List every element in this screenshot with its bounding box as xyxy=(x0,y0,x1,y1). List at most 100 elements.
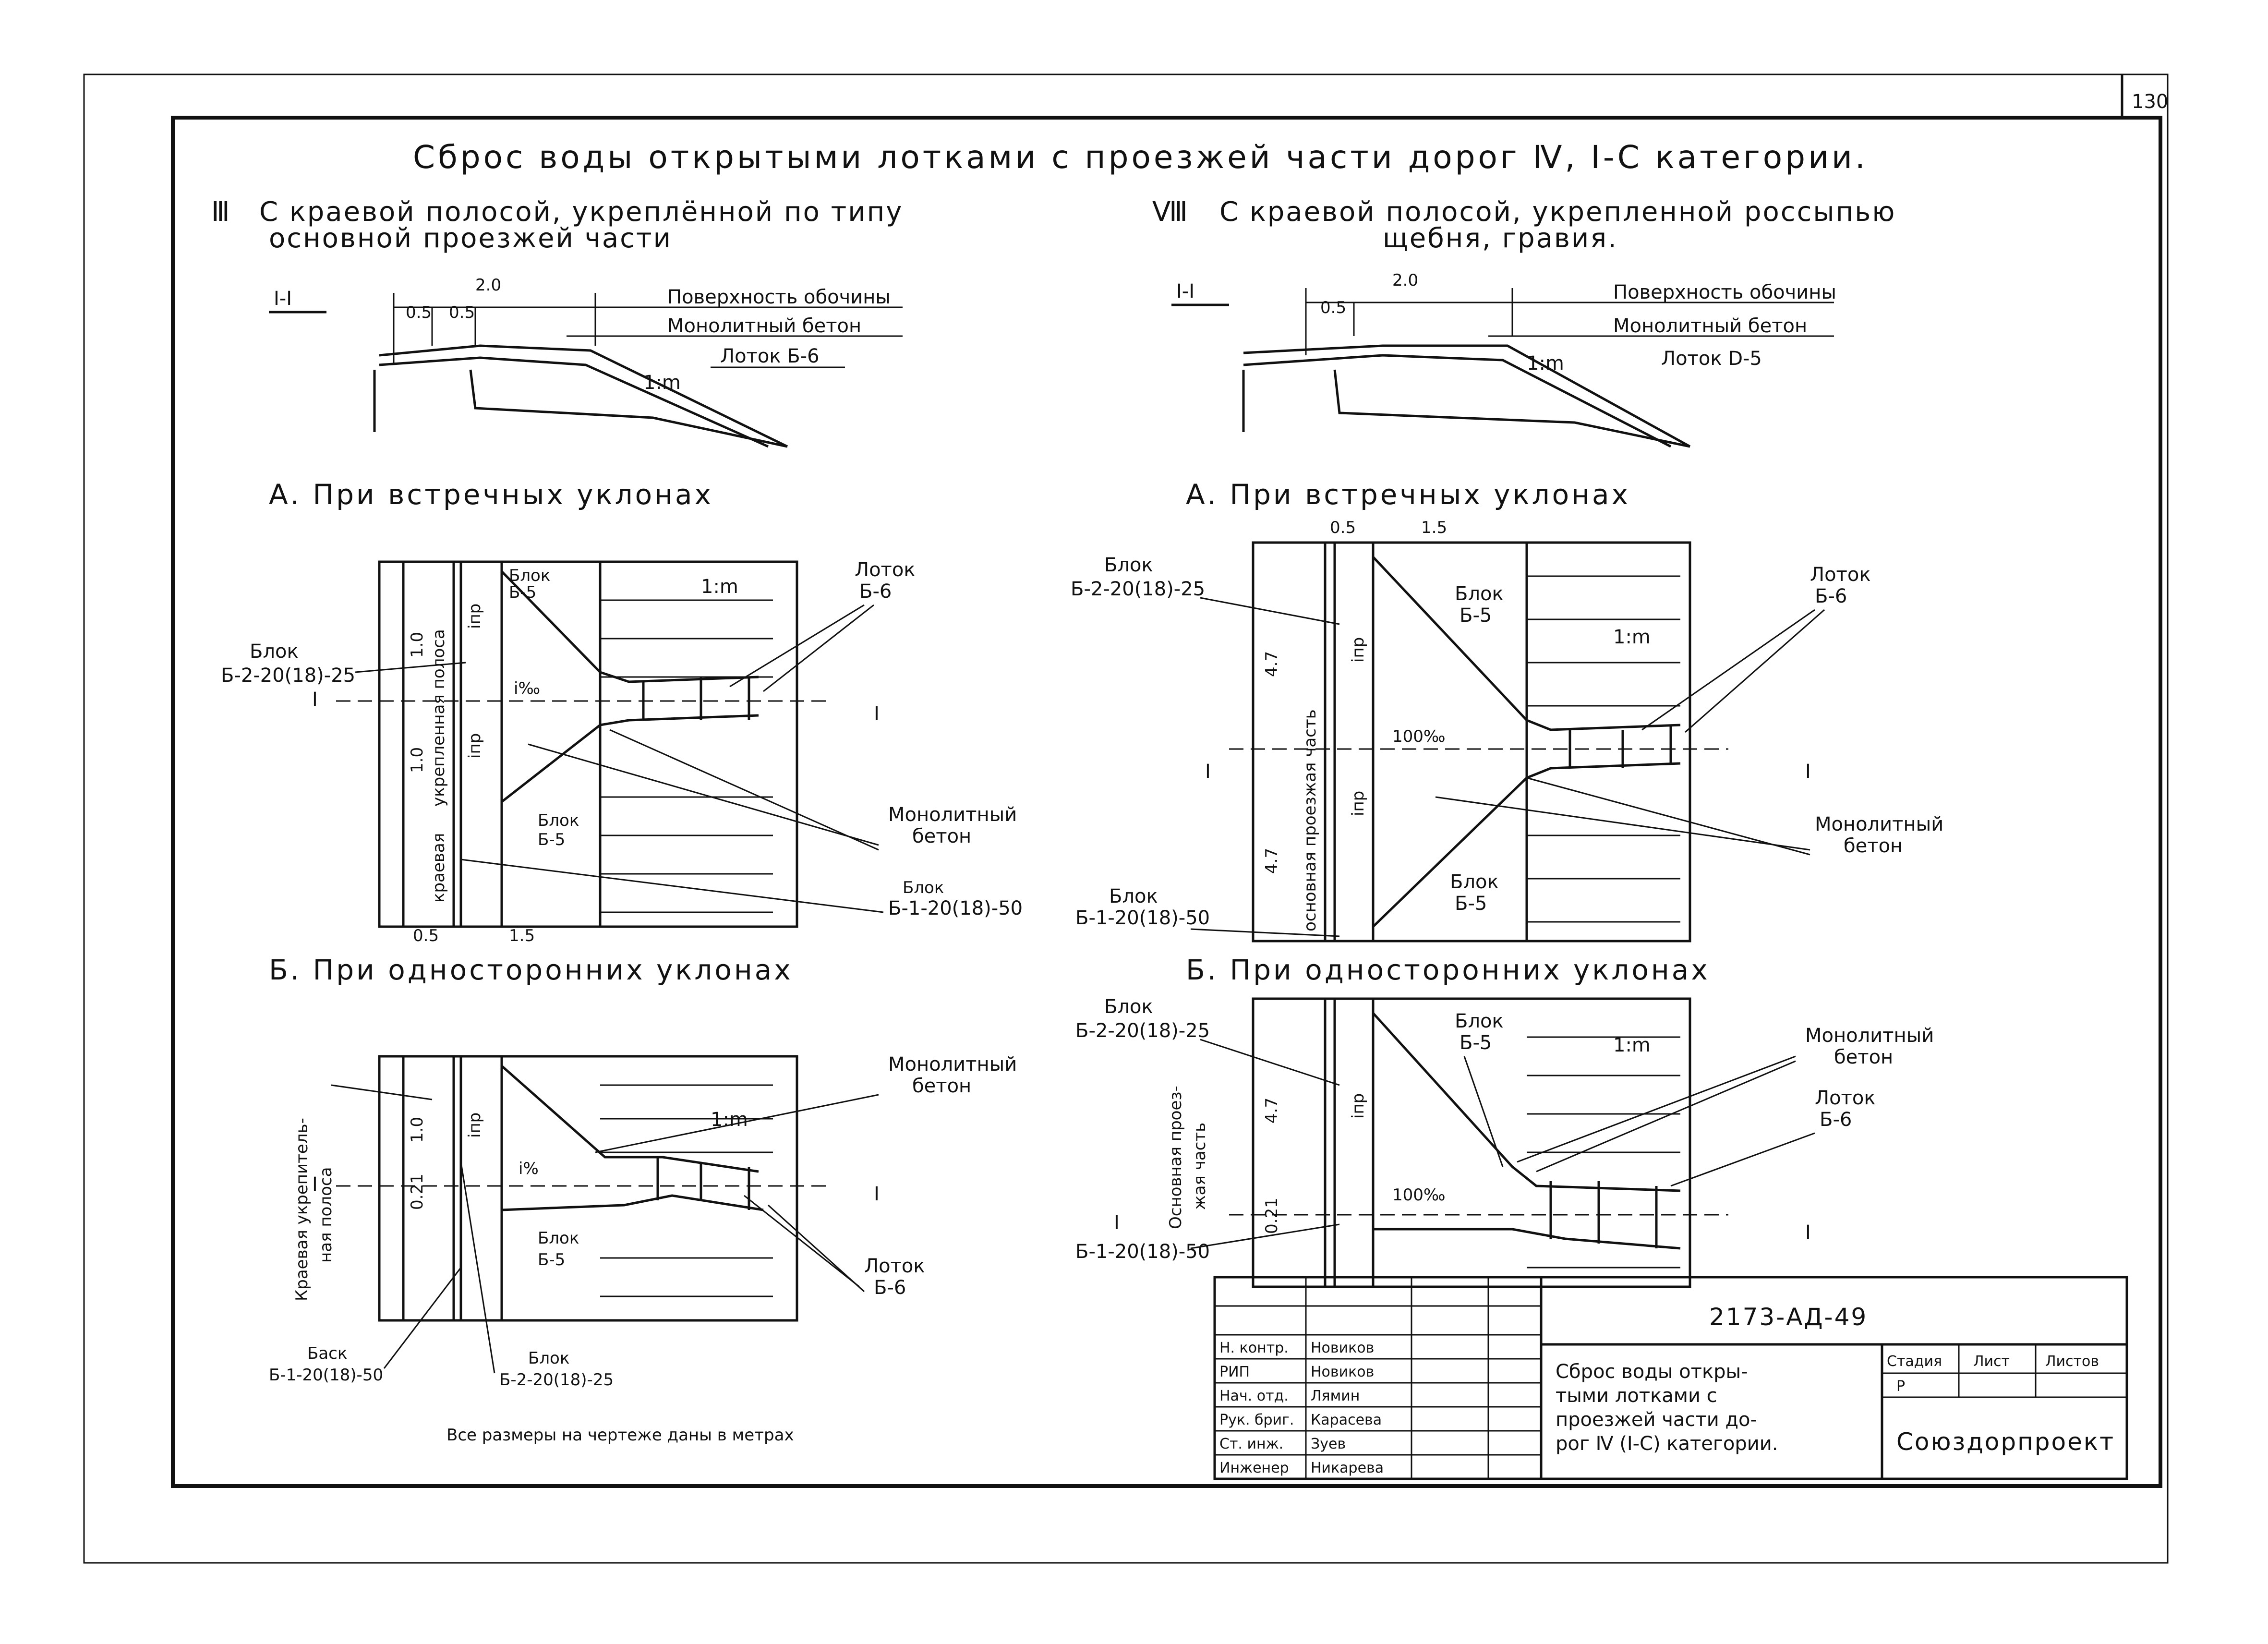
section-end-right-b2: I xyxy=(1805,1221,1811,1244)
tray-right-b-word: Лоток xyxy=(1815,1087,1875,1109)
dim-1-5-right-a: 1.5 xyxy=(1421,518,1447,537)
stamp-sheet-label: Лист xyxy=(1973,1353,2010,1370)
inp-left-a1: iпр xyxy=(465,604,484,629)
block-b5-bottom-left: Б-5 xyxy=(538,830,565,849)
stamp-org: Союздорпроект xyxy=(1896,1428,2115,1456)
section-end-right-a1: I xyxy=(1205,761,1211,783)
section-end-right-b1: I xyxy=(1114,1212,1120,1234)
tray-plan-a-right-word: Лоток xyxy=(1810,564,1870,586)
plan-b-right: Блок Б-2-20(18)-25 Блок Б-5 1:m Монолитн… xyxy=(1075,996,1934,1288)
stamp-name-1: Новиков xyxy=(1311,1364,1374,1380)
block-b1-plan-a-right-word: Блок xyxy=(1109,885,1158,907)
caption-a-left: А. При встречных уклонах xyxy=(269,478,713,511)
slope-plan-b-right: 1:m xyxy=(1613,1034,1651,1056)
page-title: Сброс воды открытыми лотками с проезжей … xyxy=(413,139,1868,176)
stamp-role-3: Рук. бриг. xyxy=(1219,1412,1294,1428)
stamp-role-4: Ст. инж. xyxy=(1219,1436,1283,1452)
stamp-name-2: Лямин xyxy=(1311,1388,1360,1404)
block-b1-plan-a-left: Б-1-20(18)-50 xyxy=(888,897,1023,919)
sheet-number: 130 xyxy=(2132,91,2168,113)
edge-reinf-left-b-1: Краевая укрепитель- xyxy=(292,1118,312,1301)
dim-2-0-right: 2.0 xyxy=(1392,271,1418,290)
block-b1-plan-a-left-word: Блок xyxy=(903,878,944,897)
block-b2-right-b-word: Блок xyxy=(1104,996,1153,1018)
section-end-left-b2: I xyxy=(874,1183,880,1205)
label-concrete-left: Монолитный бетон xyxy=(667,315,861,337)
tray-plan-a-left: Б-6 xyxy=(859,580,892,603)
variant-right-line1: С краевой полосой, укрепленной россыпью xyxy=(1219,196,1896,228)
dim-0-5a: 0.5 xyxy=(406,303,432,322)
edge-strip-left-a: краевая xyxy=(429,833,448,903)
variant-right-numeral: Ⅷ xyxy=(1152,196,1189,228)
tray-left-b: Б-6 xyxy=(874,1277,906,1299)
caption-b-right: Б. При односторонних уклонах xyxy=(1186,954,1710,986)
block-b1-plan-a-right: Б-1-20(18)-50 xyxy=(1075,907,1210,929)
stamp-stage-label: Стадия xyxy=(1887,1353,1942,1370)
tray-right-b: Б-6 xyxy=(1820,1109,1852,1131)
dim-0-5-right-a: 0.5 xyxy=(1330,518,1356,537)
block-b5-top-right: Б-5 xyxy=(1460,604,1492,627)
stamp-role-0: Н. контр. xyxy=(1219,1340,1289,1356)
block-b5-right-b-word: Блок xyxy=(1455,1010,1504,1032)
slope-plan-a-right: 1:m xyxy=(1613,626,1651,648)
block-b2-plan-a-left-word: Блок xyxy=(250,641,299,663)
stamp-sheet-title-0: Сброс воды откры- xyxy=(1556,1361,1748,1383)
section-end-left-b1: I xyxy=(312,1173,318,1196)
mono-right-a-2: бетон xyxy=(1844,835,1903,857)
block-b5-bottom-left-word: Блок xyxy=(538,811,579,830)
slope-pct-left-a: i‰ xyxy=(514,679,540,698)
tray-plan-a-right: Б-6 xyxy=(1815,585,1847,607)
dim-021-left-b: 0.21 xyxy=(408,1173,427,1210)
stamp-role-1: РИП xyxy=(1219,1364,1250,1380)
block-b5-bottom-right: Б-5 xyxy=(1455,893,1487,915)
label-concrete-right: Монолитный бетон xyxy=(1613,315,1807,337)
section-end-right-a2: I xyxy=(1805,761,1811,783)
tray-left-b-word: Лоток xyxy=(864,1255,925,1277)
mono-right-a-1: Монолитный xyxy=(1815,813,1943,835)
dim-4-7-right-b: 4.7 xyxy=(1262,1098,1281,1124)
dim-0-5-left-a: 0.5 xyxy=(413,926,439,945)
block-b5-top-left-word: Блок xyxy=(509,566,550,585)
stamp-sheet-title-2: проезжей части до- xyxy=(1556,1409,1757,1431)
dim-1-0-left-a2: 1.0 xyxy=(408,747,427,773)
block-b2-right-b: Б-2-20(18)-25 xyxy=(1075,1020,1210,1042)
block-b5-left-b: Б-5 xyxy=(538,1250,565,1269)
dim-2-0: 2.0 xyxy=(475,276,501,295)
block-b5-top-left: Б-5 xyxy=(509,583,536,602)
block-b5-top-right-word: Блок xyxy=(1455,583,1504,605)
slope-plan-a-left: 1:m xyxy=(701,576,738,598)
label-surface-right: Поверхность обочины xyxy=(1613,281,1836,303)
section-mark-right: I-I xyxy=(1176,280,1194,302)
variant-left-line2: основной проезжей части xyxy=(269,223,672,254)
slope-100-right-a: 100‰ xyxy=(1392,727,1446,746)
slope-right: 1:m xyxy=(1527,352,1564,375)
stamp-sheet-title-1: тыми лотками с xyxy=(1556,1385,1717,1407)
mono-left-a-2: бетон xyxy=(912,825,971,847)
inp-left-b: iпр xyxy=(465,1112,484,1138)
block-b5-right-b: Б-5 xyxy=(1460,1032,1492,1054)
block-b5-left-b-word: Блок xyxy=(538,1229,579,1248)
block-b2-left-b-word: Блок xyxy=(528,1349,569,1368)
stamp-code: 2173-АД-49 xyxy=(1709,1303,1868,1331)
mono-left-b-2: бетон xyxy=(912,1075,971,1097)
edge-strip2-left-a: укрепленная полоса xyxy=(429,629,448,807)
dim-1-5-left-a: 1.5 xyxy=(509,926,535,945)
variant-left-numeral: Ⅲ xyxy=(211,196,231,228)
block-b1-left-b-word: Баск xyxy=(307,1344,347,1363)
block-b5-bottom-right-word: Блок xyxy=(1450,871,1499,893)
slope-left: 1:m xyxy=(643,372,681,394)
dim-0-5b: 0.5 xyxy=(449,303,475,322)
block-b2-plan-a-right: Б-2-20(18)-25 xyxy=(1071,578,1205,600)
inp-right-a2: iпр xyxy=(1349,791,1368,816)
dim-021-right-b: 0.21 xyxy=(1262,1197,1281,1234)
plan-b-left: Монолитный бетон 1:m i% iпр 1.0 0.21 Кра… xyxy=(269,1053,1017,1390)
variant-right-line2: щебня, гравия. xyxy=(1383,223,1618,254)
section-end-left-a1: I xyxy=(312,689,318,711)
mono-left-b-1: Монолитный xyxy=(888,1053,1017,1076)
stamp-name-5: Никарева xyxy=(1311,1460,1384,1476)
section-mark-left: I-I xyxy=(274,288,292,310)
label-tray-left: Лоток Б-6 xyxy=(720,345,820,367)
dim-0-5-right: 0.5 xyxy=(1320,298,1346,317)
stamp-role-2: Нач. отд. xyxy=(1219,1388,1289,1404)
